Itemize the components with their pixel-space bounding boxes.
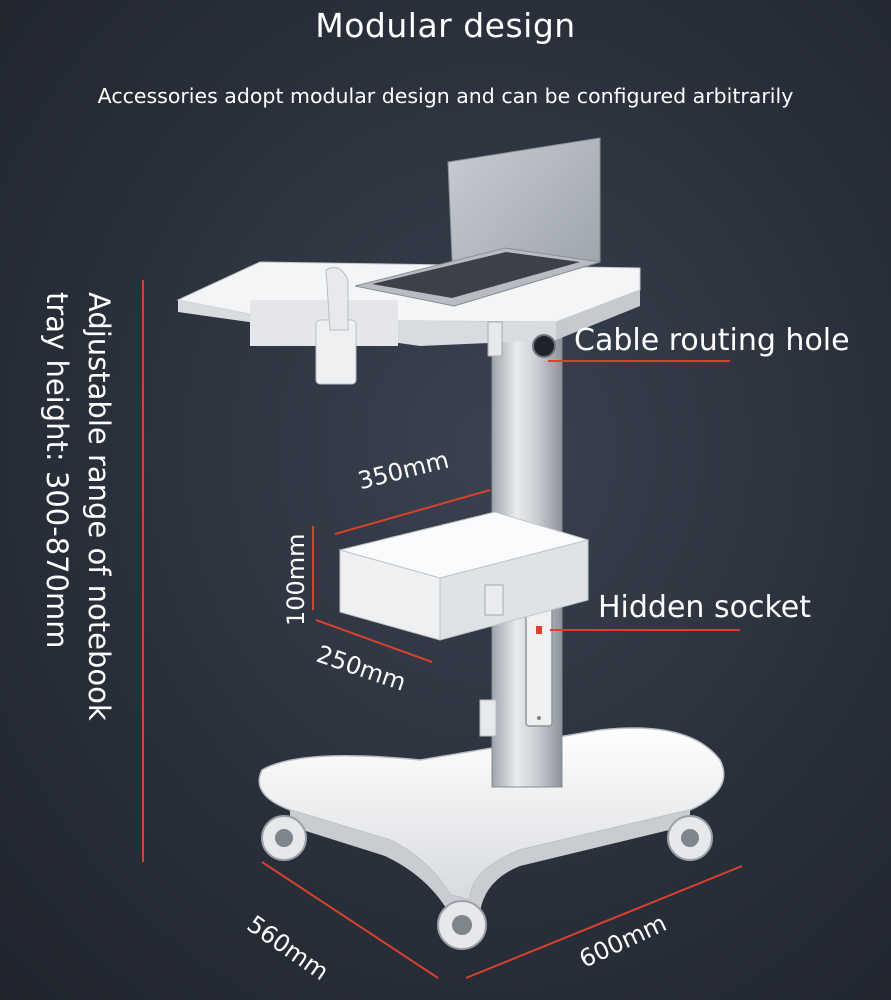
caster-wheels [261, 815, 713, 950]
storage-drawer [338, 511, 590, 641]
hidden-socket-callout: Hidden socket [598, 590, 811, 625]
page-subtitle: Accessories adopt modular design and can… [97, 84, 794, 108]
tray-height-note: Adjustable range of notebook tray height… [36, 292, 120, 721]
annotation-lines [142, 280, 743, 979]
tray-height-note-line1: Adjustable range of notebook [82, 292, 116, 721]
drawer-height-label: 100mm [282, 533, 310, 626]
cable-routing-callout: Cable routing hole [574, 323, 850, 358]
page-title: Modular design [315, 6, 576, 45]
tray-height-note-line2: tray height: 300-870mm [40, 292, 74, 649]
cable-hole [532, 334, 556, 358]
cart-base [258, 727, 725, 912]
laptop [354, 137, 601, 307]
